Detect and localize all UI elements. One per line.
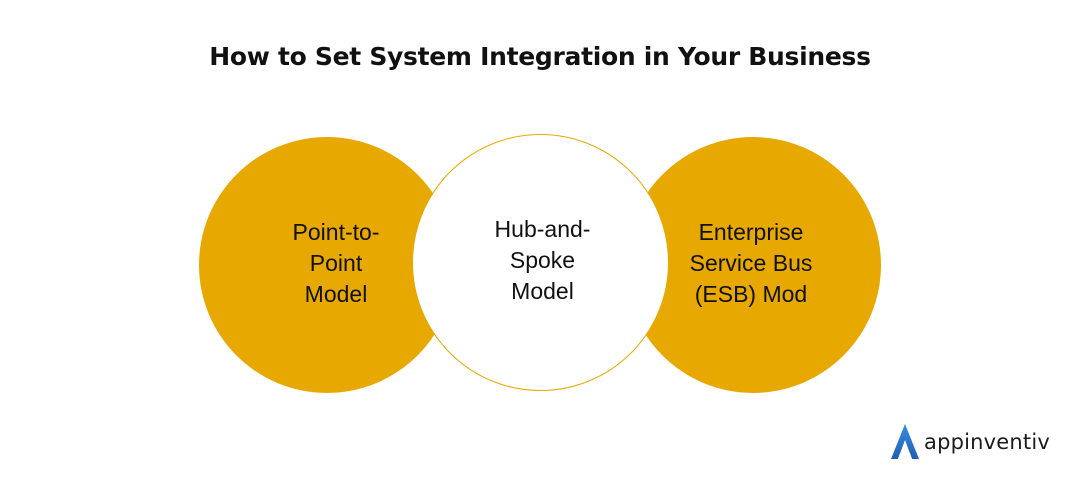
circle-hub-and-spoke: Hub-and- Spoke Model: [412, 134, 669, 391]
label-line: (ESB) Mod: [694, 280, 808, 307]
circle-label-enterprise-service-bus: Enterprise Service Bus (ESB) Mod: [690, 217, 813, 310]
appinventiv-logo-icon: [891, 424, 919, 459]
label-line: Model: [304, 280, 368, 307]
label-line: Model: [511, 278, 574, 304]
diagram-title: How to Set System Integration in Your Bu…: [209, 42, 871, 71]
label-line: Enterprise: [698, 218, 804, 245]
label-line: Hub-and-: [494, 216, 591, 242]
logo-wordmark: appinventiv: [924, 430, 1051, 454]
circle-label-point-to-point: Point-to- Point Model: [293, 217, 380, 310]
label-line: Service Bus: [689, 249, 813, 276]
label-line: Spoke: [509, 247, 576, 273]
circle-label-hub-and-spoke: Hub-and- Spoke Model: [495, 214, 591, 307]
appinventiv-logo: appinventiv: [890, 422, 1050, 462]
label-line: Point: [309, 249, 363, 276]
label-line: Point-to-: [292, 218, 380, 245]
